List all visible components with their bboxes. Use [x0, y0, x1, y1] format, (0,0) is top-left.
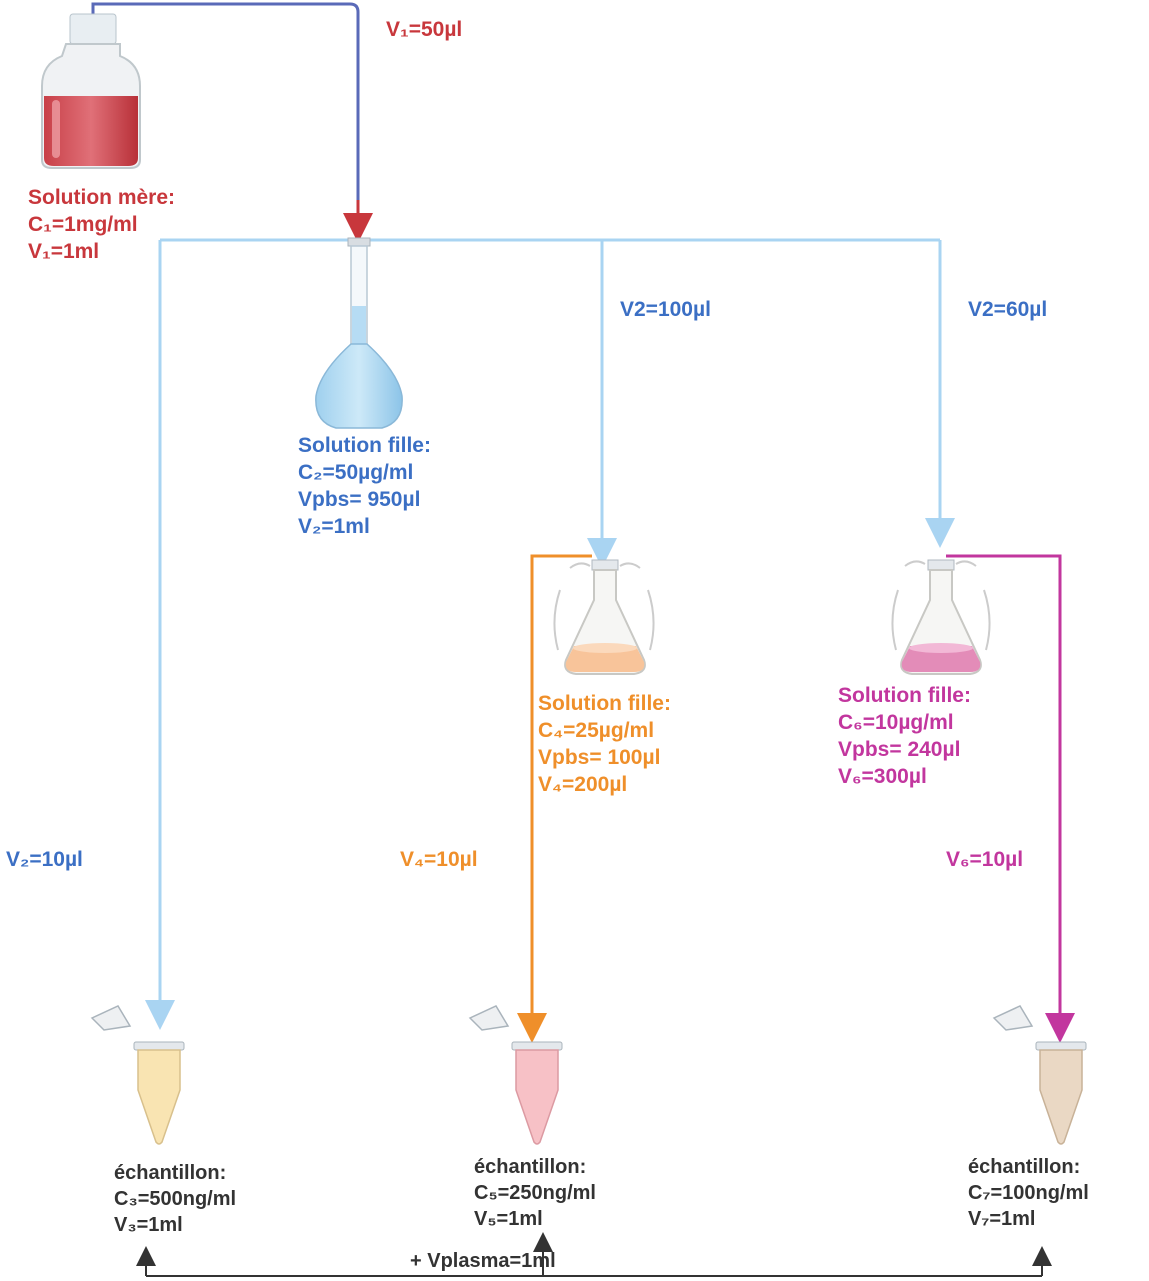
daughter-2-volume: V₄=200µl: [538, 773, 628, 796]
flask-a-transfer-label: V2=100µl: [620, 298, 711, 321]
daughter-3-volume: V₆=300µl: [838, 765, 927, 788]
daughter-1-volume: V₂=1ml: [298, 515, 370, 538]
sample-3-concentration: C₇=100ng/ml: [968, 1182, 1089, 1204]
sample-tube-3-icon: [992, 1005, 1087, 1145]
stock-transfer-label: V₁=50µl: [386, 18, 463, 41]
sample-1-concentration: C₃=500ng/ml: [114, 1188, 237, 1210]
sample-3-block: échantillon: C₇=100ng/ml V₇=1ml: [968, 1154, 1089, 1232]
daughter-2-block: Solution fille: C₄=25µg/ml Vpbs= 100µl V…: [538, 690, 671, 798]
stock-volume: V₁=1ml: [28, 240, 100, 263]
distribution-lines: [145, 238, 955, 1030]
sample-1-block: échantillon: C₃=500ng/ml V₃=1ml: [114, 1160, 236, 1238]
sample-2-transfer-label: V₄=10µl: [400, 848, 478, 871]
sample-tube-2-icon: [468, 1005, 563, 1145]
daughter-1-block: Solution fille: C₂=50µg/ml Vpbs= 950µl V…: [298, 432, 431, 540]
stock-bottle-icon: [41, 13, 141, 169]
daughter-3-title: Solution fille:: [838, 684, 971, 707]
sample-3-title: échantillon:: [968, 1156, 1081, 1178]
sample-3-transfer-label: V₆=10µl: [946, 848, 1024, 871]
volumetric-flask-icon: [315, 237, 403, 429]
flask-b-transfer-label: V2=60µl: [968, 298, 1048, 321]
daughter-1-concentration: C₂=50µg/ml: [298, 461, 414, 484]
stock-title: Solution mère:: [28, 186, 176, 209]
sample-2-volume: V₅=1ml: [474, 1208, 543, 1230]
daughter-3-vpbs: Vpbs= 240µl: [838, 738, 961, 761]
sample-1-transfer-label: V₂=10µl: [6, 848, 83, 871]
daughter-2-concentration: C₄=25µg/ml: [538, 719, 655, 742]
magenta-transfer-line: [946, 554, 1075, 1043]
sample-1-title: échantillon:: [114, 1162, 227, 1184]
plasma-label: + Vplasma=1ml: [410, 1250, 556, 1272]
pink-erlenmeyer-icon: [891, 559, 991, 675]
sample-tube-1-icon: [90, 1005, 185, 1145]
daughter-3-concentration: C₆=10µg/ml: [838, 711, 954, 734]
daughter-1-title: Solution fille:: [298, 434, 431, 457]
daughter-2-title: Solution fille:: [538, 692, 671, 715]
orange-erlenmeyer-icon: [553, 559, 655, 675]
sample-2-concentration: C₅=250ng/ml: [474, 1182, 596, 1204]
orange-transfer-line: [517, 554, 592, 1043]
sample-3-volume: V₇=1ml: [968, 1208, 1036, 1230]
sample-2-title: échantillon:: [474, 1156, 587, 1178]
sample-2-block: échantillon: C₅=250ng/ml V₅=1ml: [474, 1154, 596, 1232]
daughter-1-vpbs: Vpbs= 950µl: [298, 488, 421, 511]
stock-concentration: C₁=1mg/ml: [28, 213, 138, 236]
daughter-3-block: Solution fille: C₆=10µg/ml Vpbs= 240µl V…: [838, 682, 971, 790]
sample-1-volume: V₃=1ml: [114, 1214, 183, 1236]
stock-solution-block: Solution mère: C₁=1mg/ml V₁=1ml: [28, 184, 175, 265]
plasma-bracket: [136, 1232, 1052, 1277]
stock-transfer-line: [91, 2, 373, 243]
daughter-2-vpbs: Vpbs= 100µl: [538, 746, 661, 769]
